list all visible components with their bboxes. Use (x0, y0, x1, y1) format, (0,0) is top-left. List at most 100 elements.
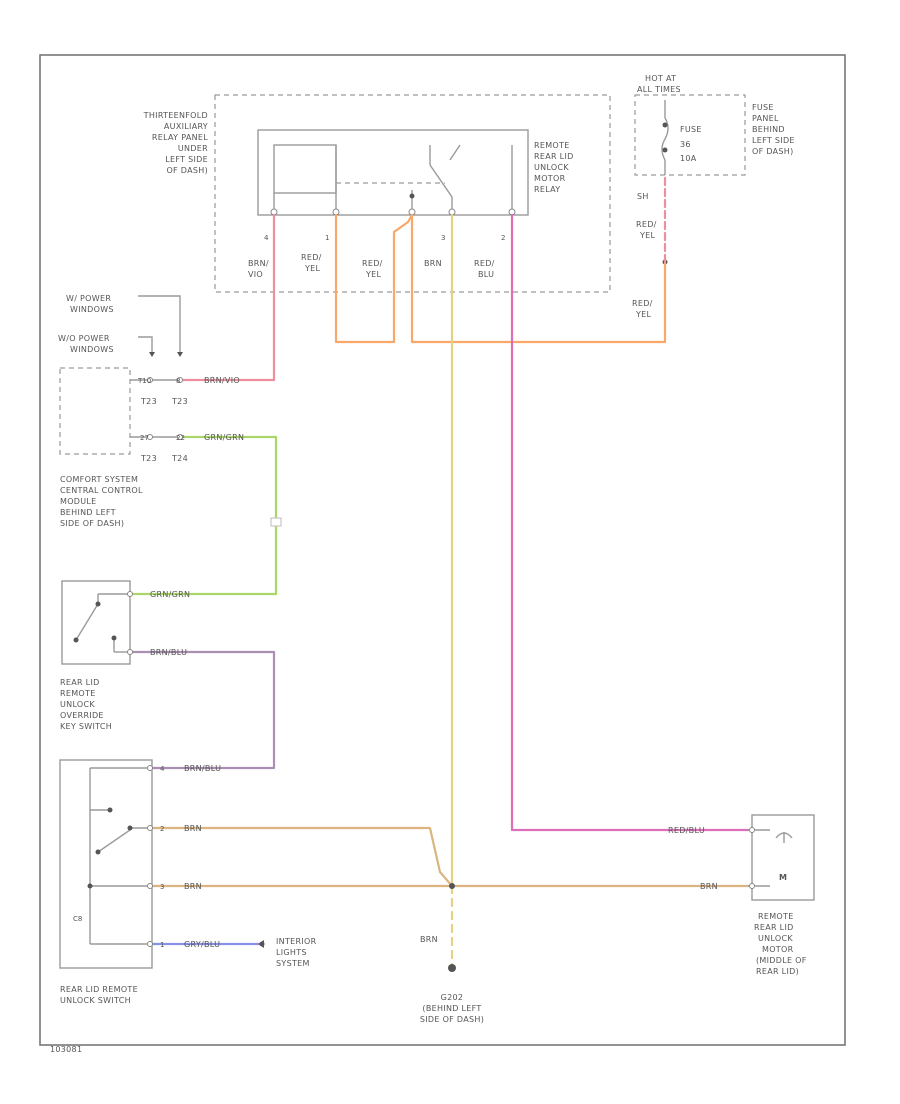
relay-pin-number: 2 (501, 234, 505, 242)
power-windows-line-0: W/ POWER (66, 294, 111, 303)
relay-pin-number: 3 (441, 234, 445, 242)
interior-lights-line-2: SYSTEM (276, 959, 310, 968)
wire-label: BRN (424, 259, 442, 268)
fuse-location-line-1: PANEL (752, 114, 779, 123)
fuse-location-line-2: BEHIND (752, 125, 785, 134)
unlock-switch: C8 (59, 759, 153, 969)
comfort-pin: 8 (176, 377, 180, 385)
comfort-label-line-0: COMFORT SYSTEM (60, 475, 138, 484)
relay-panel-label-line-2: RELAY PANEL (152, 133, 208, 142)
ground-label-line-0: G202 (441, 993, 464, 1002)
wire-red-yel-feed (410, 213, 667, 344)
comfort-label-line-4: SIDE OF DASH) (60, 519, 124, 528)
relay-panel-label-line-3: UNDER (178, 144, 208, 153)
motor-label-line-1: REAR LID (754, 923, 794, 932)
wire-label: GRN/GRN (150, 590, 190, 599)
interior-lights-label: INTERIOR LIGHTS SYSTEM (276, 937, 316, 968)
splice-dot (449, 883, 455, 889)
relay-panel-label-line-4: LEFT SIDE (165, 155, 208, 164)
comfort-connector: T23 (171, 397, 188, 406)
wire-label: YEL (304, 264, 321, 273)
fuse-wire-labels: SH RED/ YEL RED/ YEL (632, 192, 656, 319)
comfort-connector: T23 (140, 397, 157, 406)
relay-label-line-2: UNLOCK (534, 163, 569, 172)
comfort-module-label: COMFORT SYSTEM CENTRAL CONTROL MODULE BE… (60, 475, 143, 528)
relay-label-line-4: RELAY (534, 185, 561, 194)
wire-label: BRN (184, 882, 202, 891)
motor-label: REMOTE REAR LID UNLOCK MOTOR (MIDDLE OF … (754, 912, 807, 976)
comfort-pin: 27 (140, 434, 149, 442)
ground-label-line-2: SIDE OF DASH) (420, 1015, 484, 1024)
ground-label-line-1: (BEHIND LEFT (422, 1004, 481, 1013)
relay-label-line-0: REMOTE (534, 141, 570, 150)
wire-label: BRN/VIO (204, 376, 240, 385)
wire-label: BRN/ (248, 259, 269, 268)
relay-panel-location-label: THIRTEENFOLD AUXILIARY RELAY PANEL UNDER… (143, 111, 208, 175)
relay-pin-wire-labels: BRN/ VIO RED/ YEL RED/ YEL BRN RED/ BLU (248, 253, 495, 279)
relay-pin-number: 1 (325, 234, 329, 242)
unlock-pin: 2 (160, 825, 164, 833)
wire-brn-switch (148, 826, 454, 888)
fuse-rating-line-2: 10A (680, 154, 697, 163)
fuse-hot-line-1: ALL TIMES (637, 85, 681, 94)
key-switch-label: REAR LID REMOTE UNLOCK OVERRIDE KEY SWIT… (60, 678, 112, 731)
wire-label: SH (637, 192, 649, 201)
unlock-pin: 3 (160, 883, 164, 891)
wire-label: YEL (365, 270, 382, 279)
ground-labels: BRN G202 (BEHIND LEFT SIDE OF DASH) (420, 935, 484, 1024)
interior-lights-line-1: LIGHTS (276, 948, 307, 957)
comfort-label-line-1: CENTRAL CONTROL (60, 486, 143, 495)
power-windows-line-1: WINDOWS (70, 305, 114, 314)
wire-label: YEL (639, 231, 656, 240)
unlock-switch-label-line-1: UNLOCK SWITCH (60, 996, 131, 1005)
key-switch-label-line-4: KEY SWITCH (60, 722, 112, 731)
fuse-rating-line-1: 36 (680, 140, 691, 149)
fuse-location-line-4: OF DASH) (752, 147, 794, 156)
fuse-panel (634, 94, 746, 265)
wires (128, 176, 750, 972)
unlock-pin: 1 (160, 941, 164, 949)
relay-panel-label-line-5: OF DASH) (166, 166, 208, 175)
comfort-label-line-2: MODULE (60, 497, 97, 506)
relay-panel-label-line-0: THIRTEENFOLD (143, 111, 208, 120)
key-switch-label-line-1: REMOTE (60, 689, 96, 698)
fuse-hot-line-0: HOT AT (645, 74, 676, 83)
wire-label: BRN (700, 882, 718, 891)
unlock-switch-inner: C8 (73, 915, 82, 923)
wire-red-blu (510, 213, 750, 832)
key-switch-label-line-2: UNLOCK (60, 700, 95, 709)
wire-grn-grn (128, 435, 278, 596)
wire-label: YEL (635, 310, 652, 319)
relay-label: REMOTE REAR LID UNLOCK MOTOR RELAY (534, 141, 573, 194)
wire-brn-blu-key (128, 650, 276, 770)
motor-symbol: M (779, 873, 787, 882)
motor-label-line-0: REMOTE (758, 912, 794, 921)
relay-panel-label-line-1: AUXILIARY (164, 122, 208, 131)
wire-label: RED/ (301, 253, 322, 262)
key-switch-label-line-0: REAR LID (60, 678, 100, 687)
motor-label-line-5: REAR LID) (756, 967, 799, 976)
wire-label: BRN (420, 935, 438, 944)
wire-label: RED/ (474, 259, 495, 268)
comfort-connector: T24 (171, 454, 188, 463)
ground-dot (448, 964, 456, 972)
diagram-id: 103081 (50, 1045, 82, 1054)
key-switch: GRN/GRN BRN/BLU (61, 580, 190, 665)
power-windows-labels: W/ POWER WINDOWS W/O POWER WINDOWS (58, 294, 183, 357)
fuse-hot-label: HOT AT ALL TIMES (637, 74, 681, 94)
unlock-switch-label-line-0: REAR LID REMOTE (60, 985, 138, 994)
wire-brn-vio (178, 213, 276, 382)
comfort-connector: T23 (140, 454, 157, 463)
fuse-panel-location-label: FUSE PANEL BEHIND LEFT SIDE OF DASH) (752, 103, 795, 156)
unlock-switch-label: REAR LID REMOTE UNLOCK SWITCH (60, 985, 138, 1005)
comfort-module (59, 367, 183, 455)
wire-label: VIO (248, 270, 263, 279)
wire-label: BLU (478, 270, 494, 279)
power-windows-alt-line-1: WINDOWS (70, 345, 114, 354)
motor-label-line-4: (MIDDLE OF (756, 956, 807, 965)
relay-pin-numbers: 4 1 3 2 (264, 234, 505, 242)
relay-label-line-3: MOTOR (534, 174, 566, 183)
fuse-location-line-3: LEFT SIDE (752, 136, 795, 145)
unlock-pin: 4 (160, 765, 165, 773)
